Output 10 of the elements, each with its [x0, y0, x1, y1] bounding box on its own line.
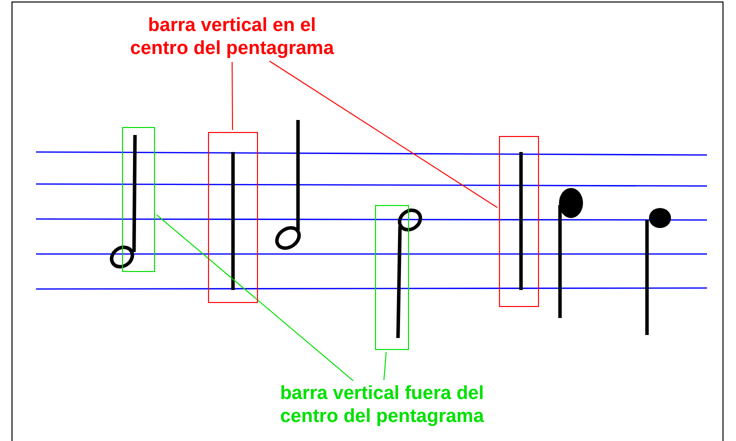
highlight-box [499, 136, 539, 307]
callout-text: barra vertical fuera del centro del pentagrama [252, 382, 512, 428]
leader-line [232, 62, 234, 130]
leader-line [268, 60, 498, 208]
leader-line [156, 214, 354, 382]
leader-line [383, 352, 387, 380]
highlight-box [208, 132, 258, 303]
highlight-box [122, 127, 155, 272]
callout-text: barra vertical en el centro del pentagrama [124, 14, 340, 60]
highlight-box [375, 205, 409, 350]
